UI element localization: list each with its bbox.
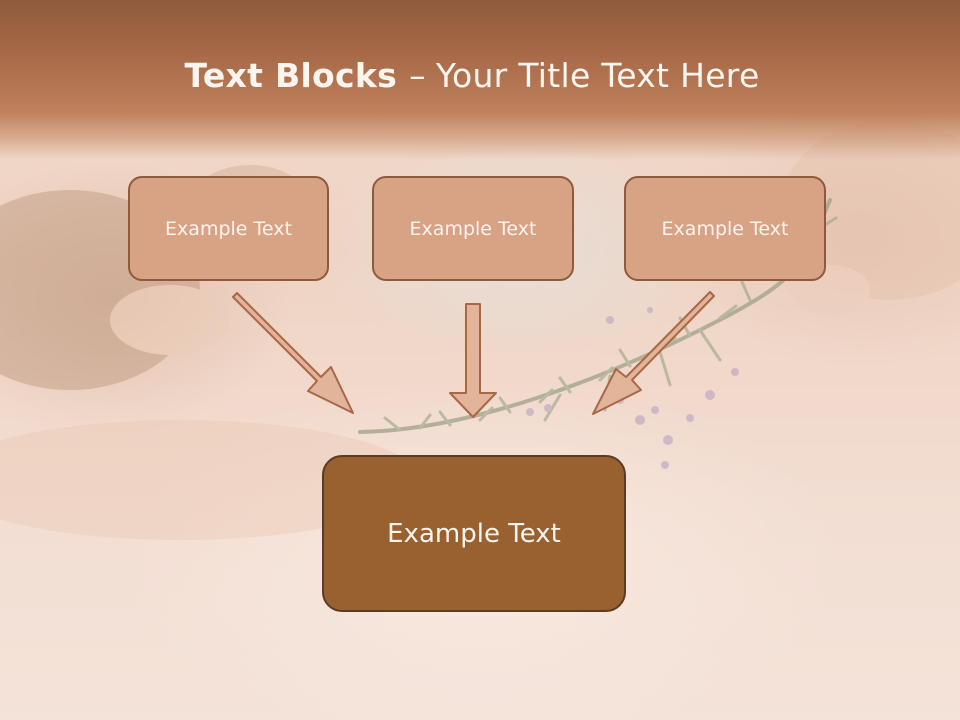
title-bar [0, 0, 960, 160]
text-block-2-label: Example Text [409, 217, 537, 240]
arrow-right [592, 291, 715, 415]
slide-title: Text Blocks–Your Title Text Here [0, 52, 944, 100]
main-text-block-label: Example Text [387, 518, 561, 549]
arrow-left [232, 292, 354, 414]
title-rest: Your Title Text Here [435, 56, 760, 95]
text-block-1-label: Example Text [165, 217, 292, 240]
text-block-3-label: Example Text [661, 217, 789, 240]
title-bold: Text Blocks [184, 56, 398, 95]
title-separator: – [409, 56, 426, 95]
text-block-3[interactable]: Example Text [624, 176, 826, 281]
arrow-center [449, 303, 497, 418]
main-text-block[interactable]: Example Text [322, 455, 626, 612]
text-block-1[interactable]: Example Text [128, 176, 329, 281]
text-block-2[interactable]: Example Text [372, 176, 574, 281]
